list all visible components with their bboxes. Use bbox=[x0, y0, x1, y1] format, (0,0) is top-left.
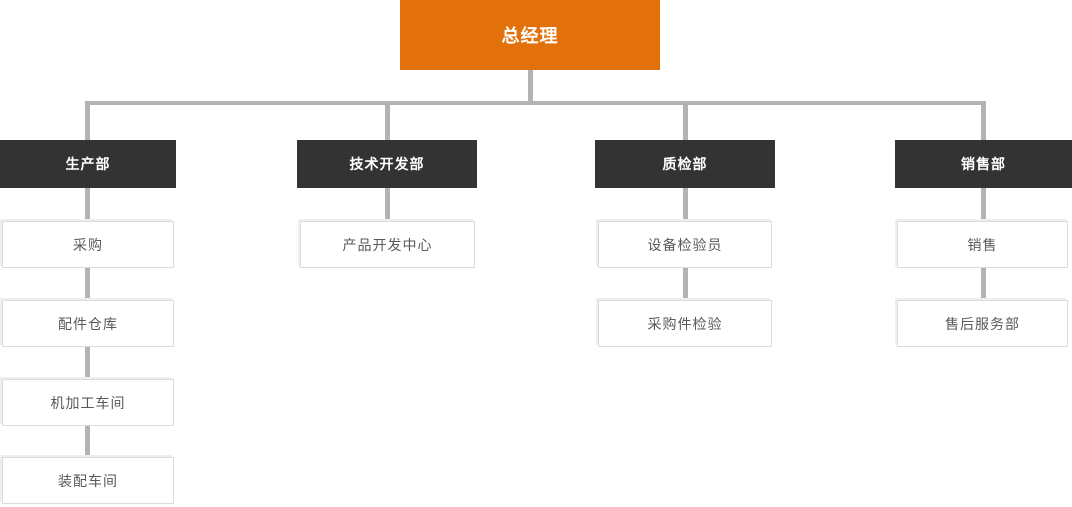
connector-line bbox=[981, 188, 986, 221]
org-node-unit[interactable]: 设备检验员 bbox=[598, 221, 772, 268]
org-node-unit[interactable]: 装配车间 bbox=[2, 457, 174, 504]
org-node-unit[interactable]: 售后服务部 bbox=[897, 300, 1068, 347]
connector-line bbox=[85, 347, 90, 379]
org-node-root[interactable]: 总经理 bbox=[400, 0, 660, 70]
connector-line bbox=[683, 268, 688, 300]
connector-line bbox=[85, 426, 90, 457]
org-node-unit[interactable]: 产品开发中心 bbox=[300, 221, 475, 268]
connector-branch-drop bbox=[385, 101, 390, 140]
org-node-unit[interactable]: 机加工车间 bbox=[2, 379, 174, 426]
org-node-unit[interactable]: 采购 bbox=[2, 221, 174, 268]
org-node-unit[interactable]: 采购件检验 bbox=[598, 300, 772, 347]
connector-horizontal-rail bbox=[85, 101, 986, 105]
org-node-unit[interactable]: 配件仓库 bbox=[2, 300, 174, 347]
connector-branch-drop bbox=[981, 101, 986, 140]
org-node-dept[interactable]: 销售部 bbox=[895, 140, 1072, 188]
connector-root-drop bbox=[528, 70, 533, 105]
org-node-dept[interactable]: 技术开发部 bbox=[297, 140, 477, 188]
connector-line bbox=[85, 268, 90, 300]
connector-branch-drop bbox=[683, 101, 688, 140]
connector-line bbox=[981, 268, 986, 300]
connector-line bbox=[385, 188, 390, 221]
connector-line bbox=[683, 188, 688, 221]
connector-branch-drop bbox=[85, 101, 90, 140]
org-node-dept[interactable]: 质检部 bbox=[595, 140, 775, 188]
connector-line bbox=[85, 188, 90, 221]
org-node-unit[interactable]: 销售 bbox=[897, 221, 1068, 268]
org-node-dept[interactable]: 生产部 bbox=[0, 140, 176, 188]
